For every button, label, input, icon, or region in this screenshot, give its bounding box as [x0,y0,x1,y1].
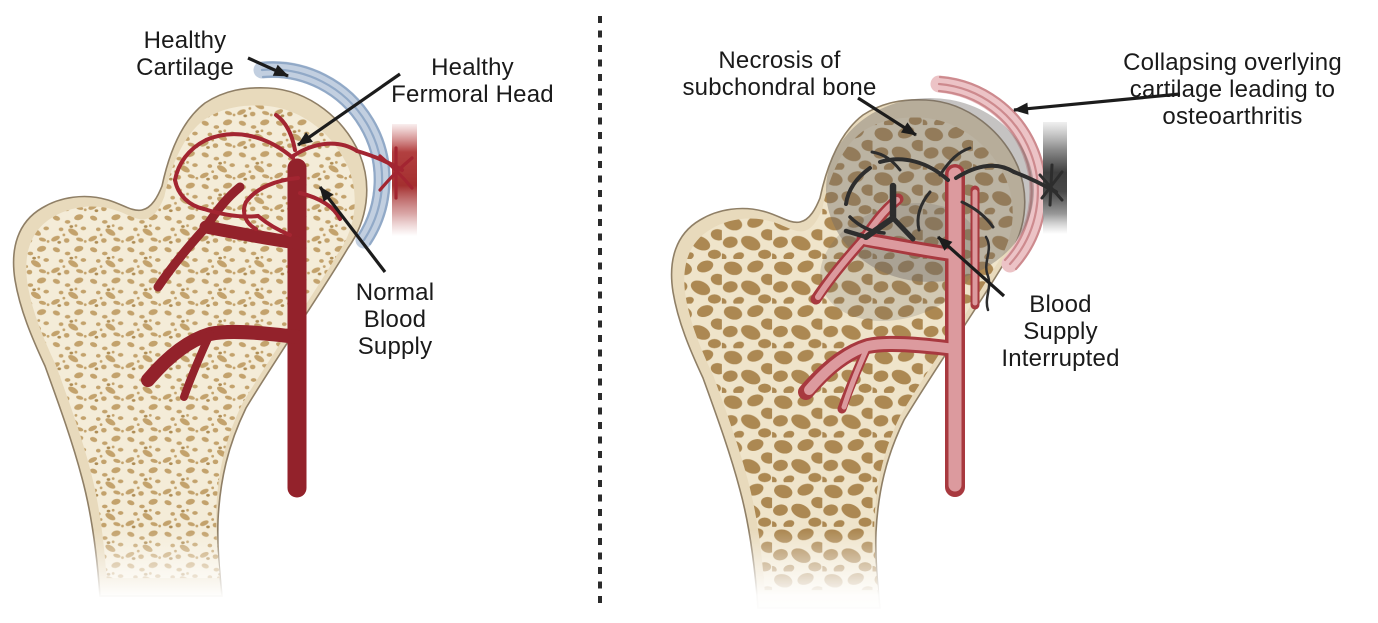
blood-supply-interrupted-arrow [936,235,1006,298]
label-blood-supply-interrupted: Blood Supply Interrupted [1001,291,1120,372]
healthy-annotation-arrows [247,56,401,273]
left-bone-fade [0,530,500,623]
right-bone-fade [640,530,1180,623]
label-normal-blood-supply: Normal Blood Supply [355,279,435,360]
cartilage-collapse-arrow [1013,92,1181,115]
label-collapsing-cartilage: Collapsing overlying cartilage leading t… [1123,49,1342,130]
label-necrosis-subchondral-bone: Necrosis of subchondral bone [682,47,877,101]
interrupted-acetabular-vessel-block [1043,122,1067,234]
healthy-cartilage-cap [253,61,391,249]
necrotic-annotation-arrows [857,92,1181,298]
normal-blood-supply-arrow [318,186,387,273]
label-healthy-cartilage: Healthy Cartilage [136,27,234,81]
healthy-femoral-head-arrow [297,72,401,147]
collapsing-cartilage-cap [930,75,1047,273]
necrotic-femur-panel [670,75,1181,609]
interrupted-blood-vessels-black [843,146,1064,312]
normal-blood-vessels [141,113,414,498]
necrosis-arrow [857,96,917,137]
label-healthy-femoral-head: Healthy Fermoral Head [391,54,554,108]
healthy-femur-panel [12,56,417,597]
healthy-cartilage-arrow [247,56,289,78]
